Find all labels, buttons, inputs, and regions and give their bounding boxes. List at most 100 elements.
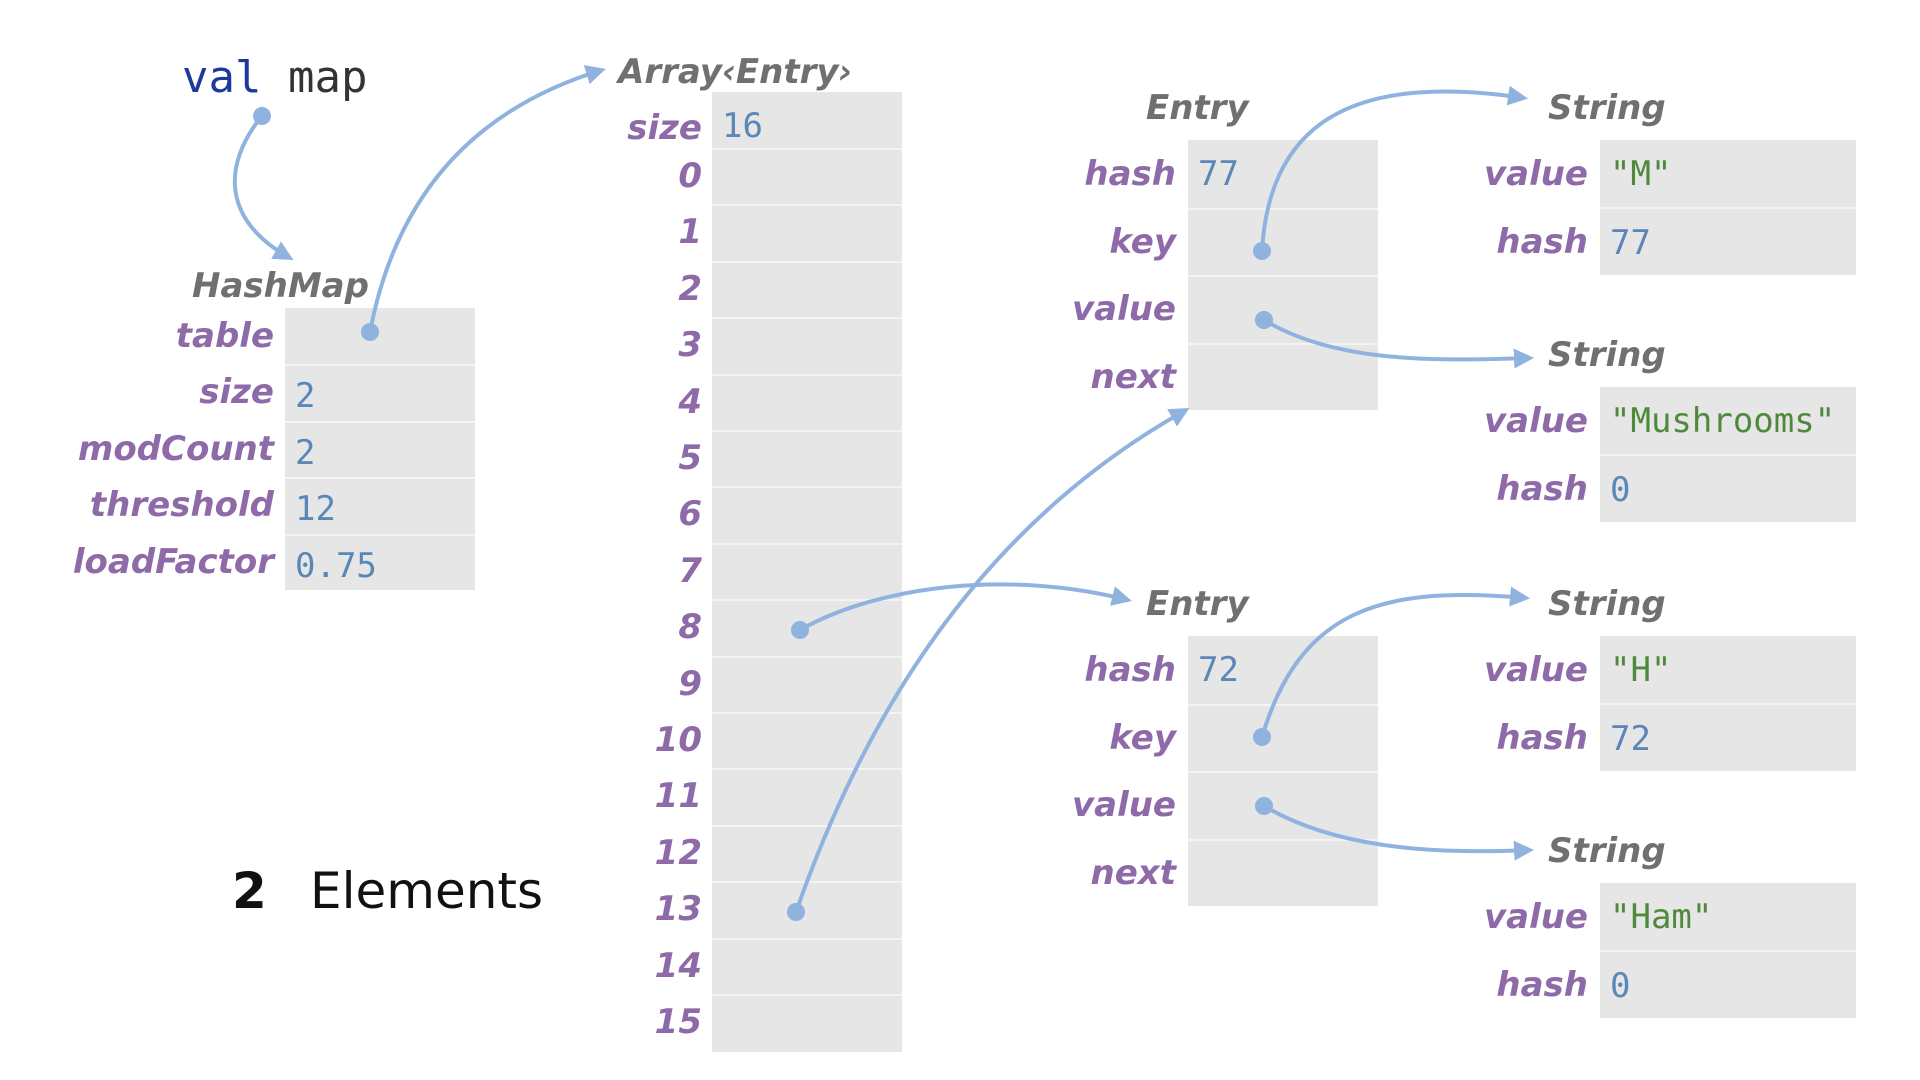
pointer-dot [787,903,805,921]
string-hash-cell: 72 [1600,703,1856,773]
string-title: String [1548,584,1666,624]
entry-hash-value: 72 [1198,650,1239,690]
pointer-dot [791,621,809,639]
arrow-table-to-array [368,65,606,333]
code-variable: map [287,52,368,103]
array-title: Array‹Entry› [618,52,853,92]
arrow-entry1-value-to-string [1262,318,1534,369]
elements-count: 2 [232,862,267,920]
array-index-label: 4 [678,381,702,422]
array-object: 16 [712,92,902,1052]
arrow-entry1-key-to-string [1260,85,1528,252]
array-slot [712,994,902,1052]
entry-field-label: next [1090,852,1176,893]
array-slot [712,542,902,601]
entry-field-cell: 77 [1188,140,1378,208]
array-slot [712,260,902,319]
entry-field-cell [1188,342,1378,413]
entry-field-label: next [1090,356,1176,397]
hashmap-field-value: 0.75 [295,545,377,586]
array-size-value: 16 [722,106,763,146]
string-hash-label: hash [1496,469,1588,509]
hashmap-field-value: 2 [295,376,316,417]
string-value-label: value [1483,401,1588,441]
hashmap-field-cell: 0.75 [285,533,475,592]
array-slot [712,768,902,826]
string-value: "Mushrooms" [1610,401,1836,441]
entry-hash-value: 77 [1198,154,1239,194]
string-hash-label: hash [1496,965,1588,1005]
string-value: "M" [1610,154,1672,194]
pointer-dot [1255,311,1273,329]
array-slot [712,712,902,770]
arrow-slot13-to-entry1 [794,408,1190,913]
entry-title: Entry [1146,584,1249,624]
entry-field-label: key [1109,717,1176,758]
array-index-label: 1 [678,212,702,253]
entry-field-cell [1188,275,1378,345]
entry-field-label: value [1071,289,1176,329]
array-slot [712,824,902,883]
array-index-label: 0 [678,156,702,196]
array-slot [712,148,902,206]
entry-field-label: hash [1084,154,1176,194]
string-value: "Ham" [1610,897,1713,937]
array-index-label: 13 [654,889,702,930]
entry-field-label: hash [1084,650,1176,690]
string-hash: 72 [1610,719,1651,759]
string-title: String [1548,335,1666,375]
string-hash: 0 [1610,966,1631,1006]
pointer-dot [1255,797,1273,815]
array-slot [712,486,902,544]
hashmap-field-label: modCount [77,428,274,469]
array-index-label: 14 [654,945,702,986]
string-hash-cell: 77 [1600,207,1856,277]
array-index-label: 3 [678,325,702,366]
hashmap-field-cell: 2 [285,364,475,422]
array-slot [712,937,902,996]
array-slot [712,655,902,714]
string-hash-cell: 0 [1600,454,1856,524]
code-declaration: val map [182,52,367,103]
hashmap-title: HashMap [192,266,369,306]
entry-field-cell [1188,703,1378,774]
string-hash: 77 [1610,223,1651,263]
string-object: "M" 77 [1600,140,1856,275]
hashmap-field-label: loadFactor [72,541,274,582]
string-value-cell: "Mushrooms" [1600,387,1856,454]
entry-field-cell [1188,838,1378,909]
hashmap-field-cell: 2 [285,420,475,479]
array-index-label: 12 [654,832,702,873]
array-index-label: 10 [654,720,702,760]
array-slot [712,430,902,488]
array-size-label: size [627,108,702,148]
pointer-dot [253,107,271,125]
string-hash-label: hash [1496,222,1588,262]
hashmap-field-label: table [175,316,274,356]
hashmap-field-label: threshold [89,485,274,526]
array-index-label: 5 [678,438,702,478]
string-value-cell: "H" [1600,636,1856,703]
string-value-label: value [1483,897,1588,937]
string-value-label: value [1483,650,1588,690]
array-slot [712,317,902,375]
arrow-map-to-hashmap [232,114,294,260]
string-hash: 0 [1610,470,1631,510]
array-slot [712,599,902,657]
entry-field-label: value [1071,785,1176,825]
code-keyword: val [182,52,262,103]
pointer-dot [361,323,379,341]
string-object: "H" 72 [1600,636,1856,771]
elements-label: Elements [310,862,544,920]
entry-field-cell: 72 [1188,636,1378,704]
arrow-entry2-key-to-string [1260,586,1530,738]
string-hash-cell: 0 [1600,950,1856,1020]
array-slot [712,204,902,262]
hashmap-field-label: size [199,372,274,413]
array-index-label: 8 [678,607,702,648]
pointer-dot [1253,242,1271,260]
entry-object: 77 [1188,140,1378,410]
array-index-label: 6 [678,494,702,535]
